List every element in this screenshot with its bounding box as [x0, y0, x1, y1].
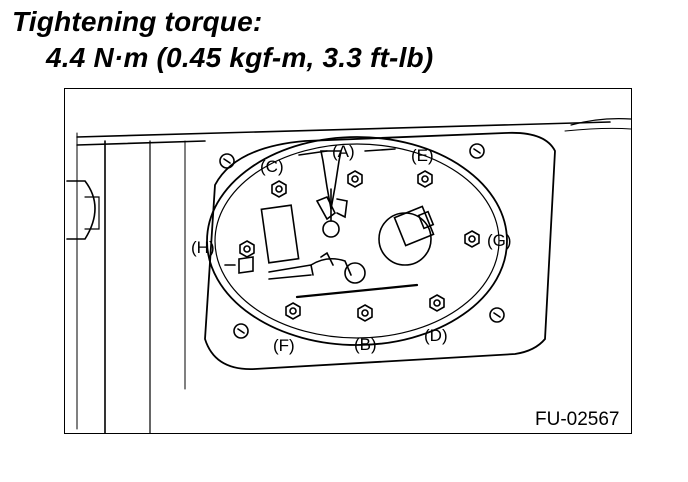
- body-notch: [66, 180, 96, 240]
- nut-c: [271, 180, 287, 198]
- nut-h: [239, 240, 255, 258]
- label-e: (E): [411, 146, 434, 165]
- label-h: (H): [191, 238, 215, 257]
- outer-ring: [206, 136, 508, 346]
- figure-code: FU-02567: [535, 409, 620, 430]
- pressure-bar: [295, 283, 419, 299]
- diagram-frame: (A) (B) (C) (D) (E) (F) (G) (H) FU-02567: [64, 88, 632, 434]
- torque-value: 4.4 N·m (0.45 kgf-m, 3.3 ft-lb): [46, 42, 434, 73]
- nut-d: [429, 294, 445, 312]
- torque-title: Tightening torque:: [12, 6, 263, 37]
- label-a: (A): [332, 142, 355, 161]
- label-d: (D): [424, 326, 448, 345]
- label-c: (C): [260, 157, 284, 176]
- body-top-line: [76, 121, 611, 138]
- fuel-pump-diagram: (A) (B) (C) (D) (E) (F) (G) (H) FU-02567: [66, 118, 631, 433]
- label-f: (F): [273, 336, 295, 355]
- nut-b: [357, 304, 373, 322]
- nut-f: [285, 302, 301, 320]
- label-b: (B): [354, 335, 377, 354]
- inner-ring: [214, 143, 500, 339]
- pump-module: [260, 204, 300, 264]
- nut-a: [347, 170, 363, 188]
- label-g: (G): [487, 231, 512, 250]
- connector-h: [238, 256, 254, 274]
- access-plate: [204, 131, 556, 370]
- hose-1: [268, 264, 314, 280]
- nut-g: [464, 230, 480, 248]
- nut-e: [417, 170, 433, 188]
